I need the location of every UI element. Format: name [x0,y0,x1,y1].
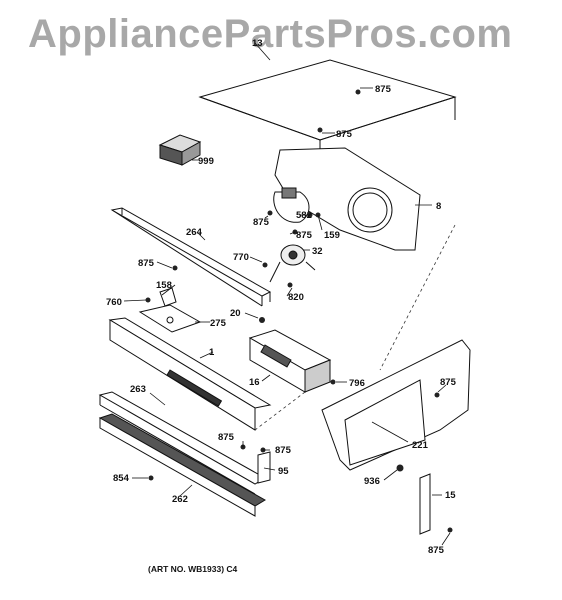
part-label-820: 820 [288,292,304,303]
part-label-275: 275 [210,318,227,329]
part-label-796: 796 [349,378,365,389]
part-label-95: 95 [278,466,289,477]
control-board-part[interactable] [248,329,332,393]
vent-grille-part[interactable] [98,413,266,517]
bracket-part-158[interactable] [159,287,177,307]
part-label-263: 263 [130,384,146,395]
part-label-875: 875 [253,217,270,228]
top-cover-part[interactable] [198,59,457,168]
part-label-875: 875 [296,230,313,241]
part-label-264: 264 [186,227,203,238]
part-label-159: 159 [324,230,340,241]
part-label-875: 875 [428,545,445,556]
part-label-13: 13 [252,38,263,49]
bracket-part-275[interactable] [138,304,202,333]
part-label-32: 32 [312,246,323,257]
part-label-16: 16 [249,377,260,388]
control-panel-part[interactable] [108,317,272,431]
part-label-875: 875 [375,84,392,95]
part-label-760: 760 [106,297,122,308]
part-label-582: 582 [296,210,312,221]
bracket-part-15[interactable] [419,473,431,535]
part-label-20: 20 [230,308,241,319]
fan-bracket-part[interactable] [273,187,310,223]
part-label-262: 262 [172,494,188,505]
part-label-875: 875 [275,445,292,456]
part-label-770: 770 [233,252,249,263]
part-label-936: 936 [364,476,380,487]
box-part-999[interactable] [158,134,202,166]
part-label-1: 1 [209,347,215,358]
watermark: AppliancePartsPros.com [28,12,513,56]
part-label-221: 221 [412,440,429,451]
part-label-8: 8 [436,201,441,212]
part-label-15: 15 [445,490,456,501]
part-label-875: 875 [336,129,353,140]
part-label-854: 854 [113,473,130,484]
back-frame-part[interactable] [274,147,421,251]
art-number-caption: (ART NO. WB1933) C4 [148,564,238,574]
part-label-875: 875 [138,258,155,269]
side-panel-part[interactable] [321,339,471,471]
vent-rail-part[interactable] [110,207,272,307]
part-label-875: 875 [440,377,457,388]
bracket-part-95[interactable] [257,451,271,484]
part-label-158: 158 [156,280,172,291]
part-label-999: 999 [198,156,214,167]
fan-motor-part[interactable] [269,244,316,283]
part-label-875: 875 [218,432,235,443]
